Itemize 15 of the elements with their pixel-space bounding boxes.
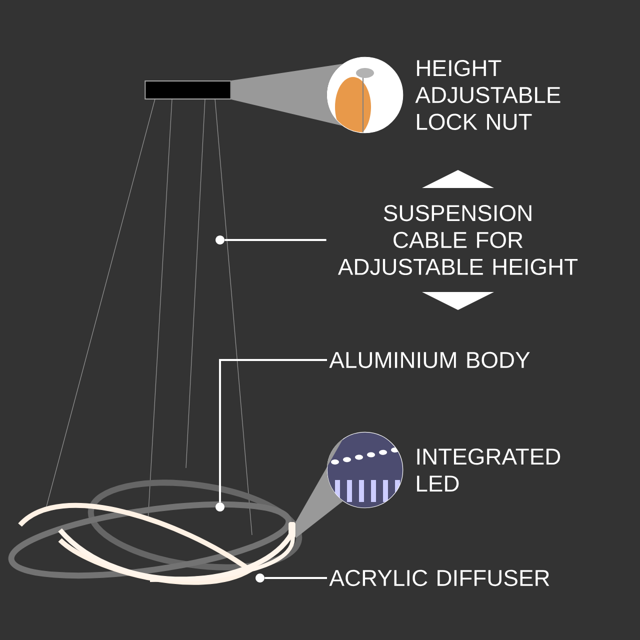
leader-dot [256,574,264,582]
ceiling-canopy [144,80,232,100]
leader-dot [216,502,224,512]
leader-line [219,359,327,502]
callout-text: ALUMINIUM BODY [329,352,530,368]
callout-text: ACRYLIC DIFFUSER [329,570,550,586]
leader-line [264,577,327,579]
diffuser-end [288,522,296,538]
magnifier-cone [296,438,344,538]
callout-text: INTEGRATED LED [417,448,560,492]
leader-line [224,239,326,241]
callout-text: HEIGHT ADJUSTABLE LOCK NUT [415,60,560,130]
magnifier-cone [231,64,344,126]
leader-dot [216,236,224,244]
callout-text: SUSPENSION CABLE FOR ADJUSTABLE HEIGHT [338,205,578,275]
